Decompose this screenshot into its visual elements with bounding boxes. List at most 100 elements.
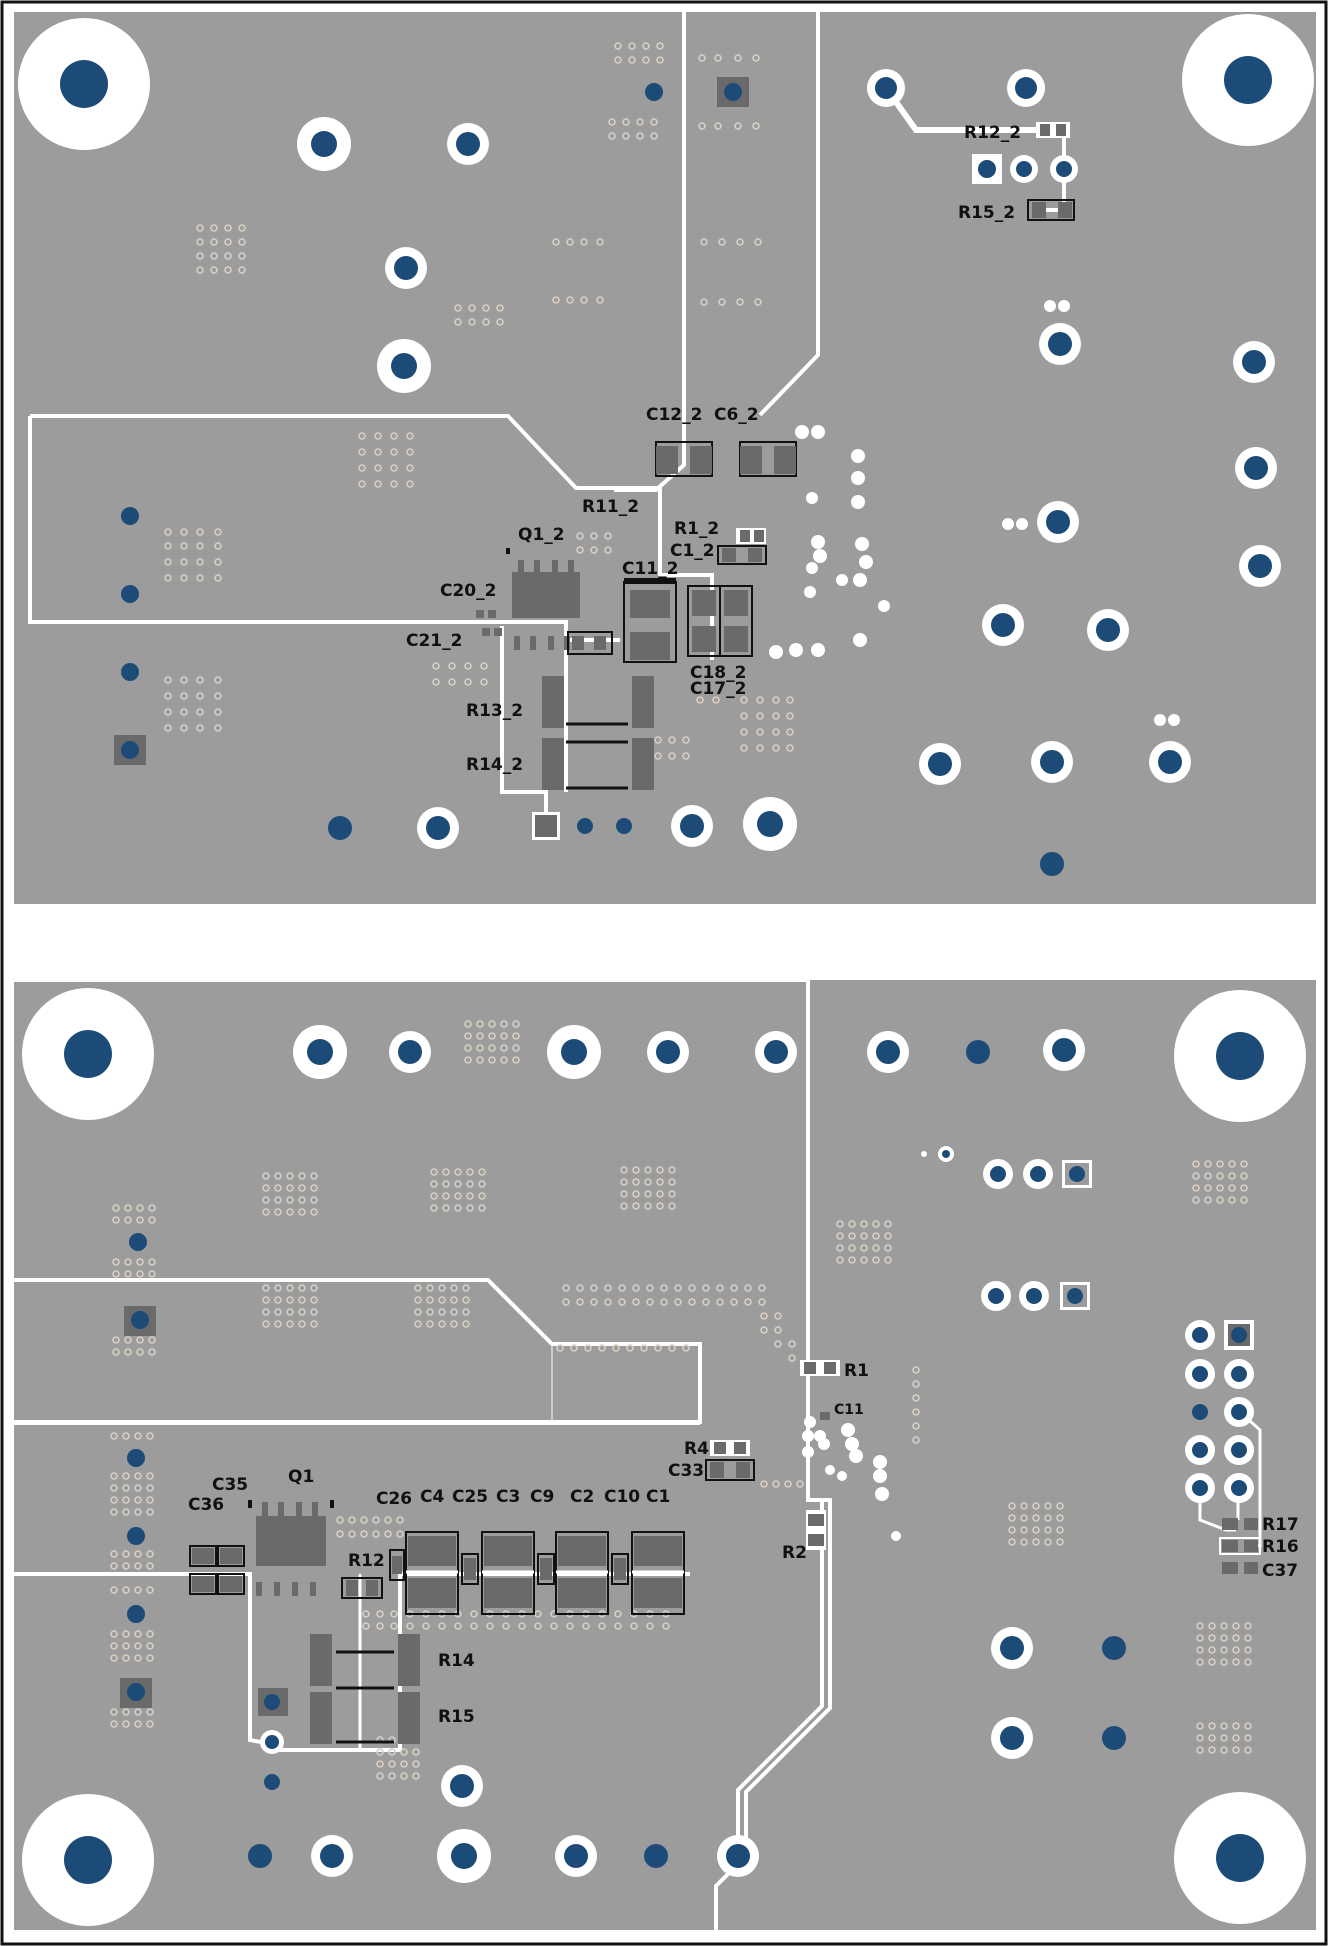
component-r14	[310, 1634, 420, 1686]
label-r1: R1	[844, 1361, 869, 1381]
label-c25: C25	[452, 1487, 488, 1507]
via	[978, 160, 996, 178]
component-c9-c2	[537, 1531, 609, 1615]
via	[121, 741, 139, 759]
via	[127, 1605, 145, 1623]
via	[966, 1040, 990, 1064]
via	[1050, 155, 1078, 183]
component-c36	[217, 1545, 245, 1595]
stitch-grid	[110, 1020, 1252, 1780]
via	[1067, 1288, 1083, 1304]
label-r15: R15	[438, 1707, 475, 1727]
via	[867, 1031, 909, 1073]
component-r1-2	[736, 528, 766, 544]
component-c10-c1	[611, 1531, 685, 1615]
bottom-board-copper	[14, 980, 1316, 1930]
via	[671, 805, 713, 847]
label-r4: R4	[684, 1439, 709, 1459]
label-c18-2: C18_2	[690, 663, 746, 683]
component-c21-2	[482, 628, 502, 636]
label-c3: C3	[496, 1487, 520, 1507]
mounting-hole	[22, 988, 154, 1120]
via	[293, 1025, 347, 1079]
label-q1: Q1	[288, 1467, 314, 1487]
via	[1224, 1473, 1254, 1503]
via	[1224, 1359, 1254, 1389]
component-q1	[248, 1500, 334, 1596]
via	[127, 1683, 145, 1701]
label-r15-2: R15_2	[958, 203, 1015, 223]
component-c25-c3	[461, 1531, 535, 1615]
component-r1	[800, 1360, 840, 1376]
label-r2: R2	[782, 1543, 807, 1563]
via	[981, 1281, 1011, 1311]
via	[547, 1025, 601, 1079]
component-c12-2	[655, 441, 713, 477]
component-c35	[189, 1545, 217, 1595]
mounting-hole	[22, 1794, 154, 1926]
component-r2	[806, 1510, 826, 1550]
via	[1233, 341, 1275, 383]
component-c26-c4	[405, 1531, 459, 1615]
via	[647, 1031, 689, 1073]
via	[645, 83, 663, 101]
label-c9: C9	[530, 1487, 554, 1507]
via	[1043, 1029, 1085, 1071]
component-c20-2	[476, 610, 496, 618]
label-c35: C35	[212, 1475, 248, 1495]
via	[982, 604, 1024, 646]
via	[121, 507, 139, 525]
label-r12-2: R12_2	[964, 123, 1021, 143]
via	[121, 663, 139, 681]
via	[248, 1844, 272, 1868]
label-r12: R12	[348, 1551, 385, 1571]
via	[555, 1835, 597, 1877]
label-c20-2: C20_2	[440, 581, 496, 601]
via	[1149, 741, 1191, 783]
label-c10: C10	[604, 1487, 640, 1507]
bottom-pour-boundary-top	[14, 972, 1316, 982]
via	[1185, 1473, 1215, 1503]
via	[1224, 1435, 1254, 1465]
via	[1185, 1435, 1215, 1465]
top-board: R12_2 R15_2 C12_2 C6_2 R11_2 R1_2 C1_2 Q…	[14, 12, 1316, 904]
component-r14-2	[542, 738, 654, 790]
bottom-pour-boundary-vertical	[714, 978, 832, 1930]
via	[1231, 1327, 1247, 1343]
component-r13-2	[542, 676, 654, 728]
component-small-cap-l	[389, 1549, 405, 1581]
via	[377, 339, 431, 393]
label-r13-2: R13_2	[466, 701, 523, 721]
mounting-hole	[18, 18, 150, 150]
component-r17-r16-c37	[1219, 1518, 1261, 1574]
via	[991, 1717, 1033, 1759]
via	[867, 69, 905, 107]
via	[1037, 501, 1079, 543]
pad	[535, 815, 557, 837]
label-c1: C1	[646, 1487, 670, 1507]
via	[1019, 1281, 1049, 1311]
via	[447, 123, 489, 165]
label-c37: C37	[1262, 1561, 1298, 1581]
via	[264, 1774, 280, 1790]
via	[328, 816, 352, 840]
small-via-cluster	[802, 1416, 901, 1541]
label-c12-2: C12_2	[646, 405, 702, 425]
label-c6-2: C6_2	[714, 405, 759, 425]
via	[417, 807, 459, 849]
top-pour-boundary-right	[758, 12, 820, 417]
label-c33: C33	[668, 1461, 704, 1481]
top-pour-boundary-left	[30, 414, 714, 660]
component-q1-2	[506, 548, 580, 650]
via	[1010, 155, 1038, 183]
component-r12-2	[1036, 122, 1070, 138]
via	[1031, 741, 1073, 783]
via	[577, 818, 593, 834]
bottom-pour-boundary-left-upper	[14, 1278, 702, 1424]
component-r4	[710, 1440, 750, 1456]
via	[991, 1627, 1033, 1669]
via	[919, 743, 961, 785]
label-r14: R14	[438, 1651, 475, 1671]
via	[616, 818, 632, 834]
